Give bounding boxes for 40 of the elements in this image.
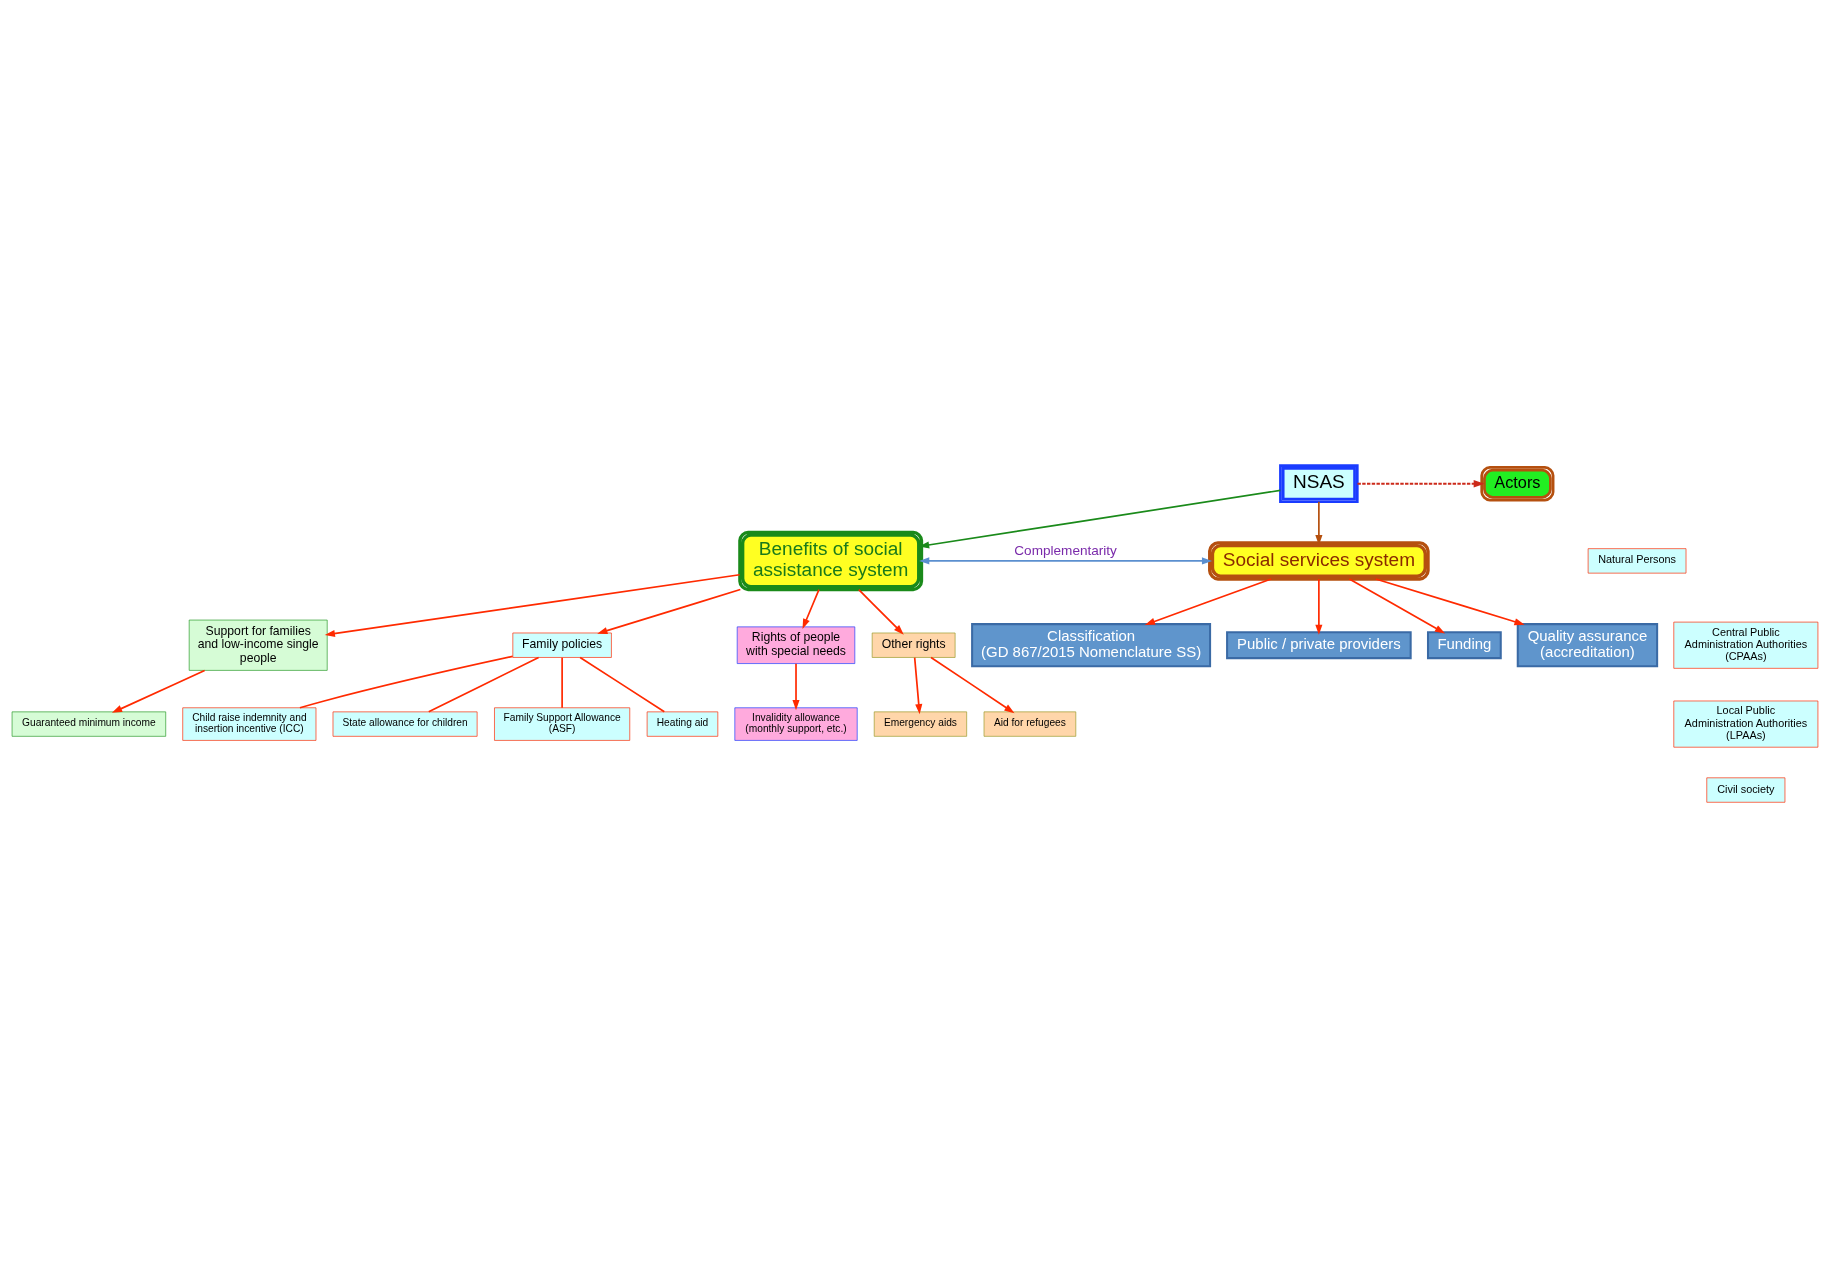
node-box: Invalidity allowance (monthly support, etc.) <box>734 706 858 741</box>
node-box: Civil society <box>1706 776 1786 803</box>
arrow <box>597 588 742 634</box>
arrow <box>1315 577 1323 635</box>
node-box: Heating aid <box>646 711 719 737</box>
arrow <box>802 588 820 629</box>
arrow <box>930 656 1015 713</box>
connector <box>579 656 666 713</box>
node-box: Family Support Allowance (ASF) <box>494 706 631 741</box>
node-box: Public / private providers <box>1226 630 1412 659</box>
node-box: Local Public Administration Authorities (LPAAs) <box>1673 700 1819 748</box>
arrow <box>857 588 904 635</box>
node-box: Other rights <box>871 632 956 658</box>
connector <box>299 655 514 709</box>
node-box: Quality assurance (accreditation) <box>1516 622 1659 667</box>
arrow <box>919 556 1213 564</box>
node-box: Natural Persons <box>1587 547 1687 573</box>
node-box: Aid for refugees <box>983 711 1077 737</box>
node-box: Support for families and low-income single people <box>188 619 328 671</box>
arrow <box>111 669 206 713</box>
arrow <box>913 656 923 714</box>
edge-label: Complementarity <box>1014 542 1117 558</box>
node-box: State allowance for children <box>332 711 478 737</box>
node-box: Funding <box>1427 630 1502 659</box>
connector <box>561 656 563 709</box>
arrow <box>1348 577 1446 634</box>
node-box: Child raise indemnity and insertion incentive (ICC) <box>182 706 317 741</box>
connector <box>427 656 540 713</box>
node-box: Family policies <box>512 632 612 658</box>
arrow <box>1357 479 1485 488</box>
arrow <box>792 662 800 710</box>
node-box: Guaranteed minimum income <box>11 711 167 737</box>
arrow <box>1315 500 1323 545</box>
node-box: Emergency aids <box>873 711 967 737</box>
node-box: Rights of people with special needs <box>736 626 856 664</box>
node-box: Classification (GD 867/2015 Nomenclature SS) <box>971 622 1212 667</box>
node-box: Central Public Administration Authorities (CPAAs) <box>1673 621 1819 669</box>
arrow <box>1374 577 1525 625</box>
arrow <box>324 573 741 637</box>
arrow <box>1144 577 1272 625</box>
